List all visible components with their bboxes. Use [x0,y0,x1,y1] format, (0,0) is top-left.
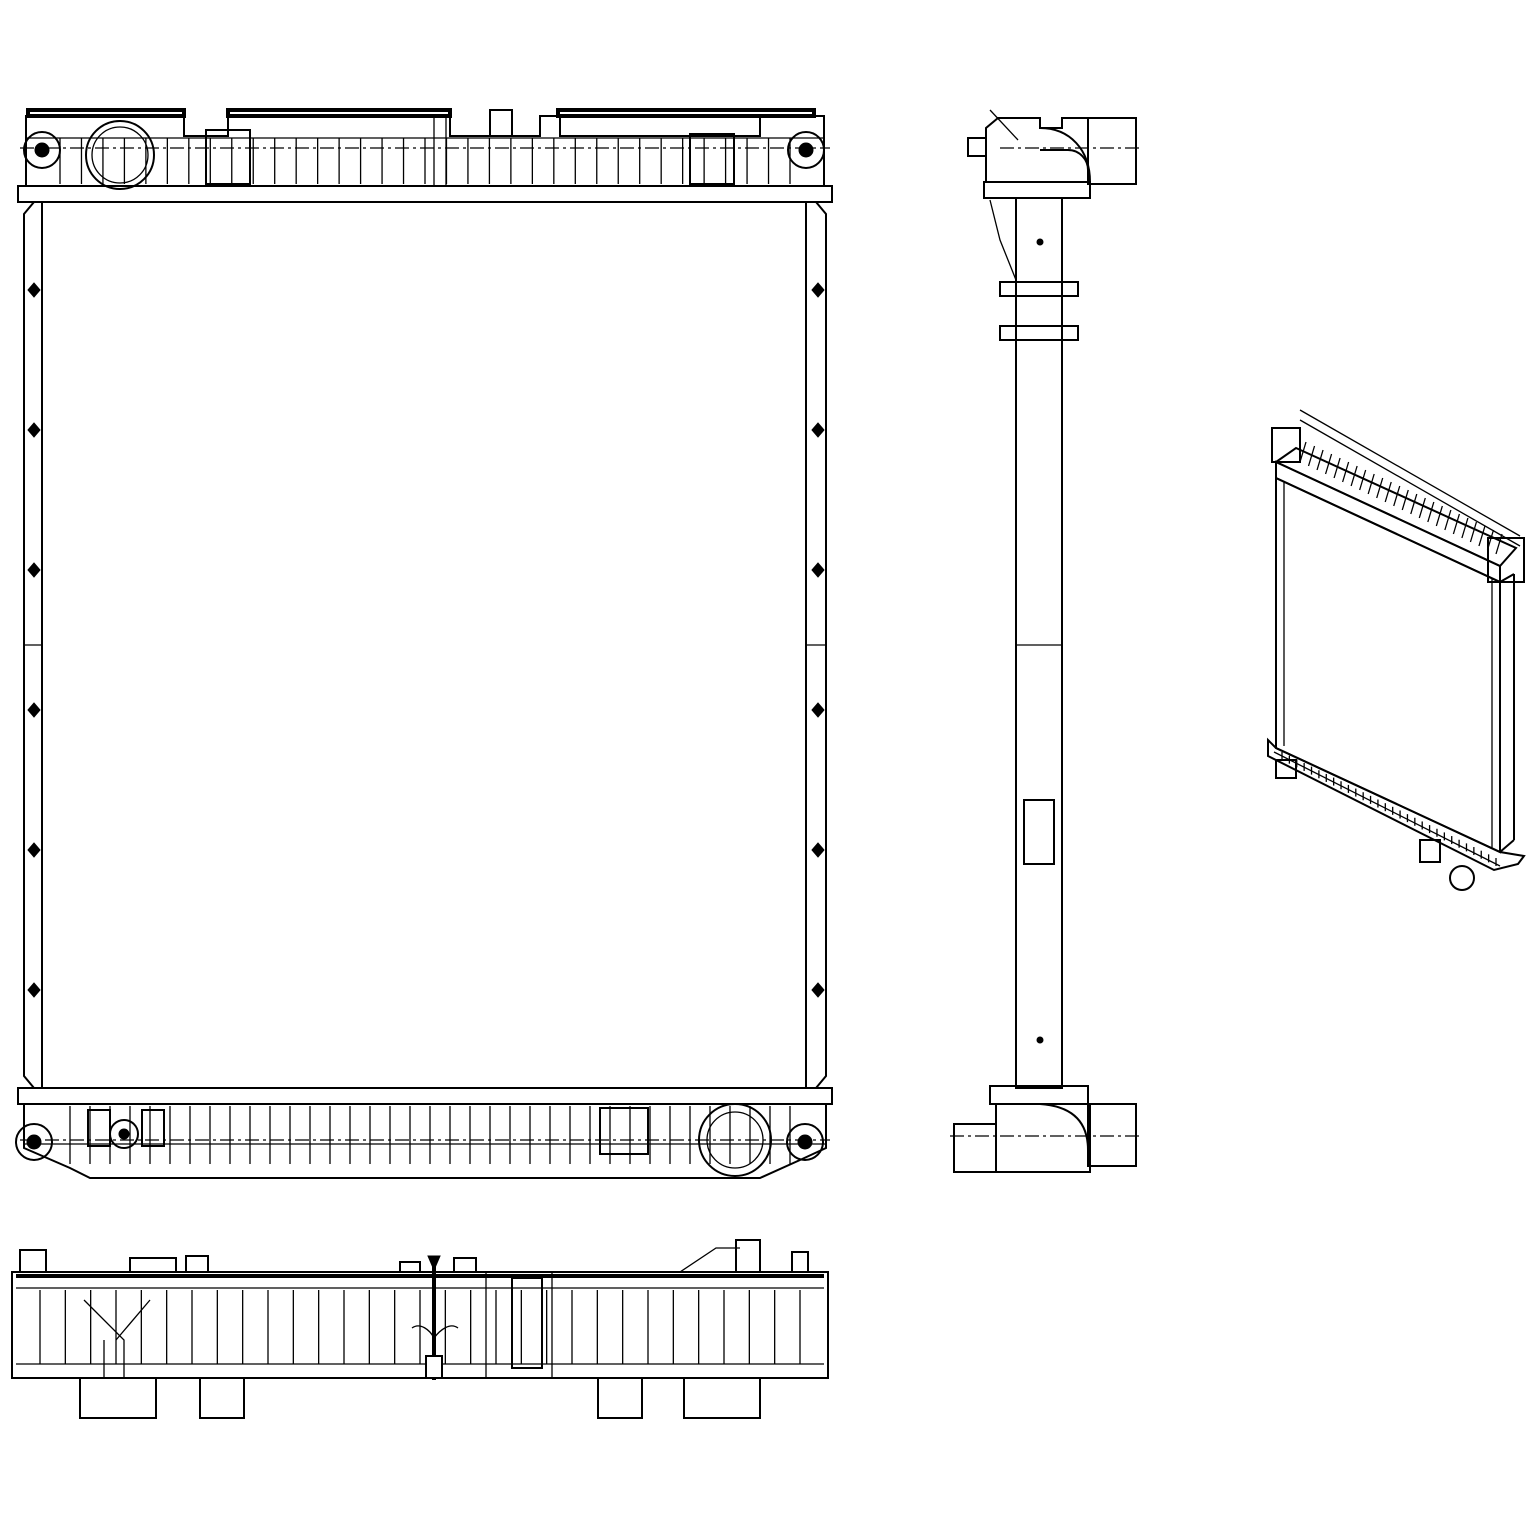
side-bottom-tank [950,1085,1140,1173]
iso-top-fin [1376,477,1384,499]
bottom-view [11,1239,829,1419]
iso-top-fin [1418,497,1426,519]
iso-top-fin [1427,501,1435,523]
iso-top-fin [1478,525,1486,547]
iso-top-fin [1307,445,1316,467]
iso-top-fin [1350,465,1358,487]
right-bracket [811,702,825,718]
iso-top-fin [1444,509,1452,531]
front-drain-valve [109,1119,139,1149]
iso-top-fin [1435,505,1443,527]
iso-top-fin [1486,529,1495,551]
side-view [950,109,1140,1173]
top-tank-fins [59,138,791,184]
iso-top-fin [1393,485,1401,507]
front-top-tank [17,108,833,203]
core-side-brackets [27,282,825,998]
side-core [989,197,1079,1089]
iso-top-fin [1469,521,1478,543]
left-bracket [27,282,41,298]
iso-top-fin [1316,449,1324,471]
left-bracket [27,562,41,578]
front-bottom-left-mount [15,1123,53,1161]
right-bracket [811,422,825,438]
iso-top-fin [1367,473,1375,495]
right-bracket [811,282,825,298]
front-bottom-right-mount [786,1123,824,1161]
iso-top-tank-fins [1299,441,1503,555]
iso-top-fin [1461,517,1469,539]
iso-top-fin [1401,489,1409,511]
left-bracket [27,842,41,858]
iso-top-fin [1341,461,1350,483]
front-top-right-mount [787,131,825,169]
iso-top-fin [1324,453,1333,475]
left-bracket [27,422,41,438]
right-bracket [811,982,825,998]
isometric-view [1267,409,1526,891]
left-bracket [27,702,41,718]
right-bracket [811,842,825,858]
iso-top-fin [1299,441,1307,463]
front-top-left-mount [23,131,61,169]
iso-top-fin [1359,469,1367,491]
iso-top-fin [1452,513,1461,535]
front-core [23,201,827,1089]
iso-top-fin [1384,481,1392,503]
side-top-tank [967,109,1140,199]
bottom-tank-fins [69,1106,791,1164]
iso-top-fin [1410,493,1418,515]
front-bottom-tank [15,1087,833,1179]
iso-bottom-tank-fins [1281,752,1497,866]
left-bracket [27,982,41,998]
right-bracket [811,562,825,578]
iso-top-fin [1333,457,1341,479]
front-view [15,108,833,1179]
bottom-tank-ribs [39,1290,801,1364]
iso-top-fin [1495,533,1503,555]
